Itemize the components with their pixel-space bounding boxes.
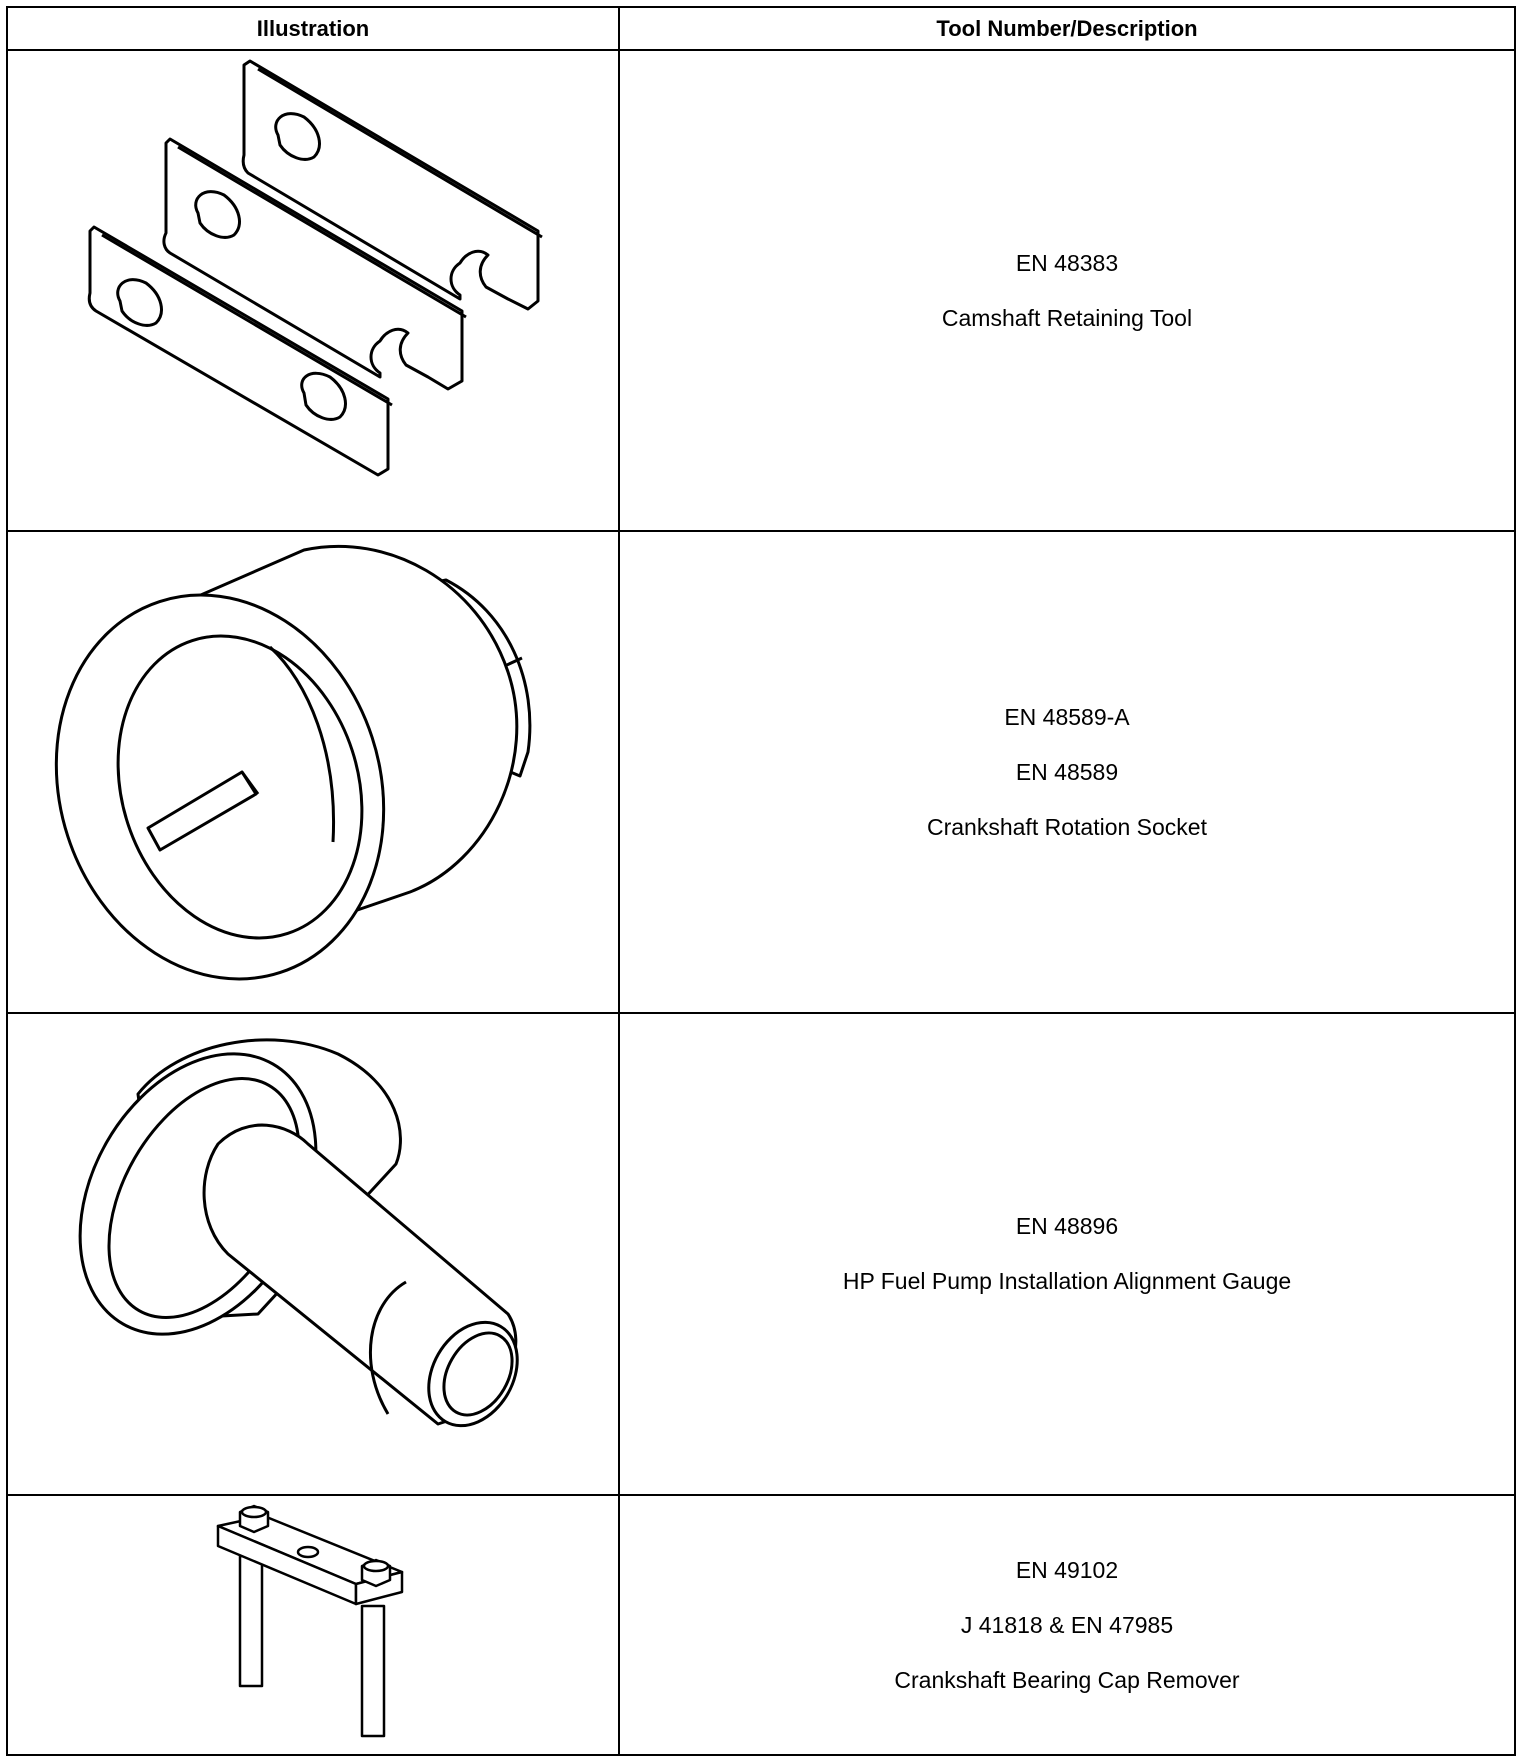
header-row: Illustration Tool Number/Description bbox=[6, 6, 1516, 51]
illustration-cell bbox=[6, 1494, 620, 1756]
table-row: EN 48383 Camshaft Retaining Tool bbox=[6, 49, 1516, 532]
bearing-cap-remover-icon bbox=[8, 1496, 620, 1754]
tool-number: EN 48589-A bbox=[1004, 703, 1130, 730]
camshaft-retaining-plates-icon bbox=[8, 51, 620, 530]
tool-number: EN 48896 bbox=[1015, 1213, 1119, 1239]
tool-number: EN 49102 bbox=[1015, 1556, 1119, 1583]
description-cell: EN 49102 J 41818 & EN 47985 Crankshaft B… bbox=[618, 1494, 1516, 1756]
tool-number-alt: EN 48589 bbox=[1015, 758, 1119, 785]
special-tools-table: Illustration Tool Number/Description bbox=[6, 6, 1516, 1756]
table-row: EN 49102 J 41818 & EN 47985 Crankshaft B… bbox=[6, 1494, 1516, 1756]
fuel-pump-gauge-icon bbox=[8, 1014, 620, 1494]
description-cell: EN 48589-A EN 48589 Crankshaft Rotation … bbox=[618, 530, 1516, 1014]
table-row: EN 48896 HP Fuel Pump Installation Align… bbox=[6, 1012, 1516, 1496]
tool-description: Camshaft Retaining Tool bbox=[941, 304, 1193, 331]
header-illustration: Illustration bbox=[6, 6, 620, 51]
header-description: Tool Number/Description bbox=[618, 6, 1516, 51]
tool-description: HP Fuel Pump Installation Alignment Gaug… bbox=[842, 1268, 1292, 1294]
illustration-cell bbox=[6, 530, 620, 1014]
tool-number-alt: J 41818 & EN 47985 bbox=[960, 1611, 1174, 1638]
description-cell: EN 48383 Camshaft Retaining Tool bbox=[618, 49, 1516, 532]
illustration-cell bbox=[6, 49, 620, 532]
tool-number: EN 48383 bbox=[1015, 249, 1119, 276]
illustration-cell bbox=[6, 1012, 620, 1496]
tool-description: Crankshaft Bearing Cap Remover bbox=[894, 1666, 1240, 1693]
tool-description: Crankshaft Rotation Socket bbox=[927, 813, 1207, 840]
crankshaft-socket-icon bbox=[8, 532, 620, 1012]
description-cell: EN 48896 HP Fuel Pump Installation Align… bbox=[618, 1012, 1516, 1496]
table-row: EN 48589-A EN 48589 Crankshaft Rotation … bbox=[6, 530, 1516, 1014]
